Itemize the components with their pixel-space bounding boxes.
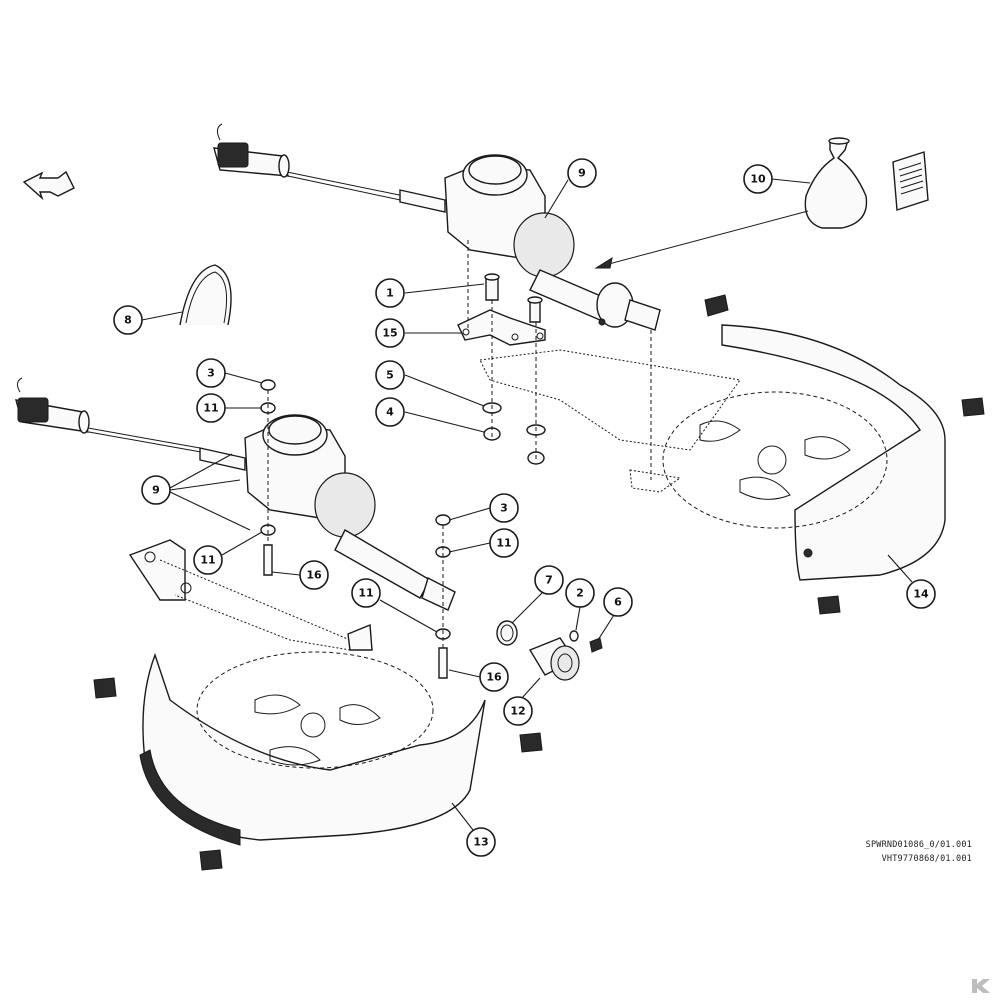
svg-text:4: 4 <box>386 406 394 419</box>
svg-text:6: 6 <box>614 596 622 609</box>
drawing-reference-1: SPWRND01086_0/01.001 <box>865 840 972 850</box>
right-blade-housing <box>662 324 946 581</box>
svg-text:14: 14 <box>913 588 929 601</box>
svg-text:5: 5 <box>386 369 394 382</box>
svg-text:3: 3 <box>500 502 508 515</box>
callout-11-a: 11 <box>196 393 262 423</box>
svg-text:9: 9 <box>152 484 160 497</box>
callouts: 1 2 3 3 4 5 6 <box>113 158 936 857</box>
callout-5: 5 <box>375 360 485 407</box>
svg-text:11: 11 <box>358 587 373 600</box>
instruction-sheet-icon <box>892 151 929 211</box>
callout-16-a: 16 <box>271 560 329 590</box>
callout-11-d: 11 <box>351 578 438 633</box>
callout-12: 12 <box>503 677 541 726</box>
lower-blade-housing <box>139 651 486 846</box>
svg-text:12: 12 <box>510 705 525 718</box>
callout-13: 13 <box>451 802 496 857</box>
callout-14: 14 <box>887 554 936 609</box>
svg-text:7: 7 <box>545 574 553 587</box>
svg-text:11: 11 <box>496 537 511 550</box>
callout-4: 4 <box>375 397 485 433</box>
grease-tube-icon <box>804 137 868 229</box>
upper-gearbox <box>213 123 661 331</box>
svg-text:11: 11 <box>200 554 215 567</box>
callout-9-upper: 9 <box>544 158 597 219</box>
small-pin <box>569 630 579 642</box>
assembly-arrow <box>594 210 809 269</box>
lower-connector <box>15 377 90 434</box>
spring-clip <box>179 264 232 326</box>
lower-knobs <box>93 677 543 871</box>
drawing-reference-2: VHT9770868/01.001 <box>881 854 972 864</box>
svg-text:8: 8 <box>124 314 132 327</box>
callout-9-lower: 9 <box>141 453 251 531</box>
upper-bracket <box>457 309 546 346</box>
lower-mounting-plate <box>128 539 373 651</box>
k-logo-icon <box>972 979 990 993</box>
callout-11-c: 11 <box>448 528 519 558</box>
callout-3-lower-left: 3 <box>196 358 263 388</box>
callout-3-lower-right: 3 <box>448 493 519 523</box>
callout-11-b: 11 <box>193 531 263 575</box>
callout-2: 2 <box>565 578 595 631</box>
grease-nipple <box>589 637 603 653</box>
svg-text:16: 16 <box>486 671 502 684</box>
svg-text:3: 3 <box>207 367 215 380</box>
svg-text:9: 9 <box>578 167 586 180</box>
callout-15: 15 <box>375 318 462 348</box>
upper-dashed-guides <box>467 240 652 480</box>
svg-text:1: 1 <box>386 287 394 300</box>
o-ring <box>496 620 518 646</box>
callout-10: 10 <box>743 164 811 194</box>
svg-text:11: 11 <box>203 402 218 415</box>
svg-text:15: 15 <box>382 327 397 340</box>
callout-1: 1 <box>375 278 485 308</box>
callout-6: 6 <box>597 587 633 641</box>
upper-bolts <box>484 273 543 323</box>
right-knobs <box>704 294 985 615</box>
bushing <box>528 637 580 681</box>
svg-text:16: 16 <box>306 569 322 582</box>
svg-text:10: 10 <box>750 173 766 186</box>
svg-text:2: 2 <box>576 587 584 600</box>
lower-gearbox <box>15 377 456 611</box>
upper-connector <box>213 123 290 178</box>
callout-8: 8 <box>113 305 183 335</box>
callout-7: 7 <box>511 565 564 624</box>
callout-16-b: 16 <box>448 662 509 692</box>
right-mounting-plate <box>479 349 741 493</box>
direction-arrow-icon <box>22 170 75 201</box>
lower-hardware <box>260 379 451 679</box>
svg-text:13: 13 <box>473 836 488 849</box>
